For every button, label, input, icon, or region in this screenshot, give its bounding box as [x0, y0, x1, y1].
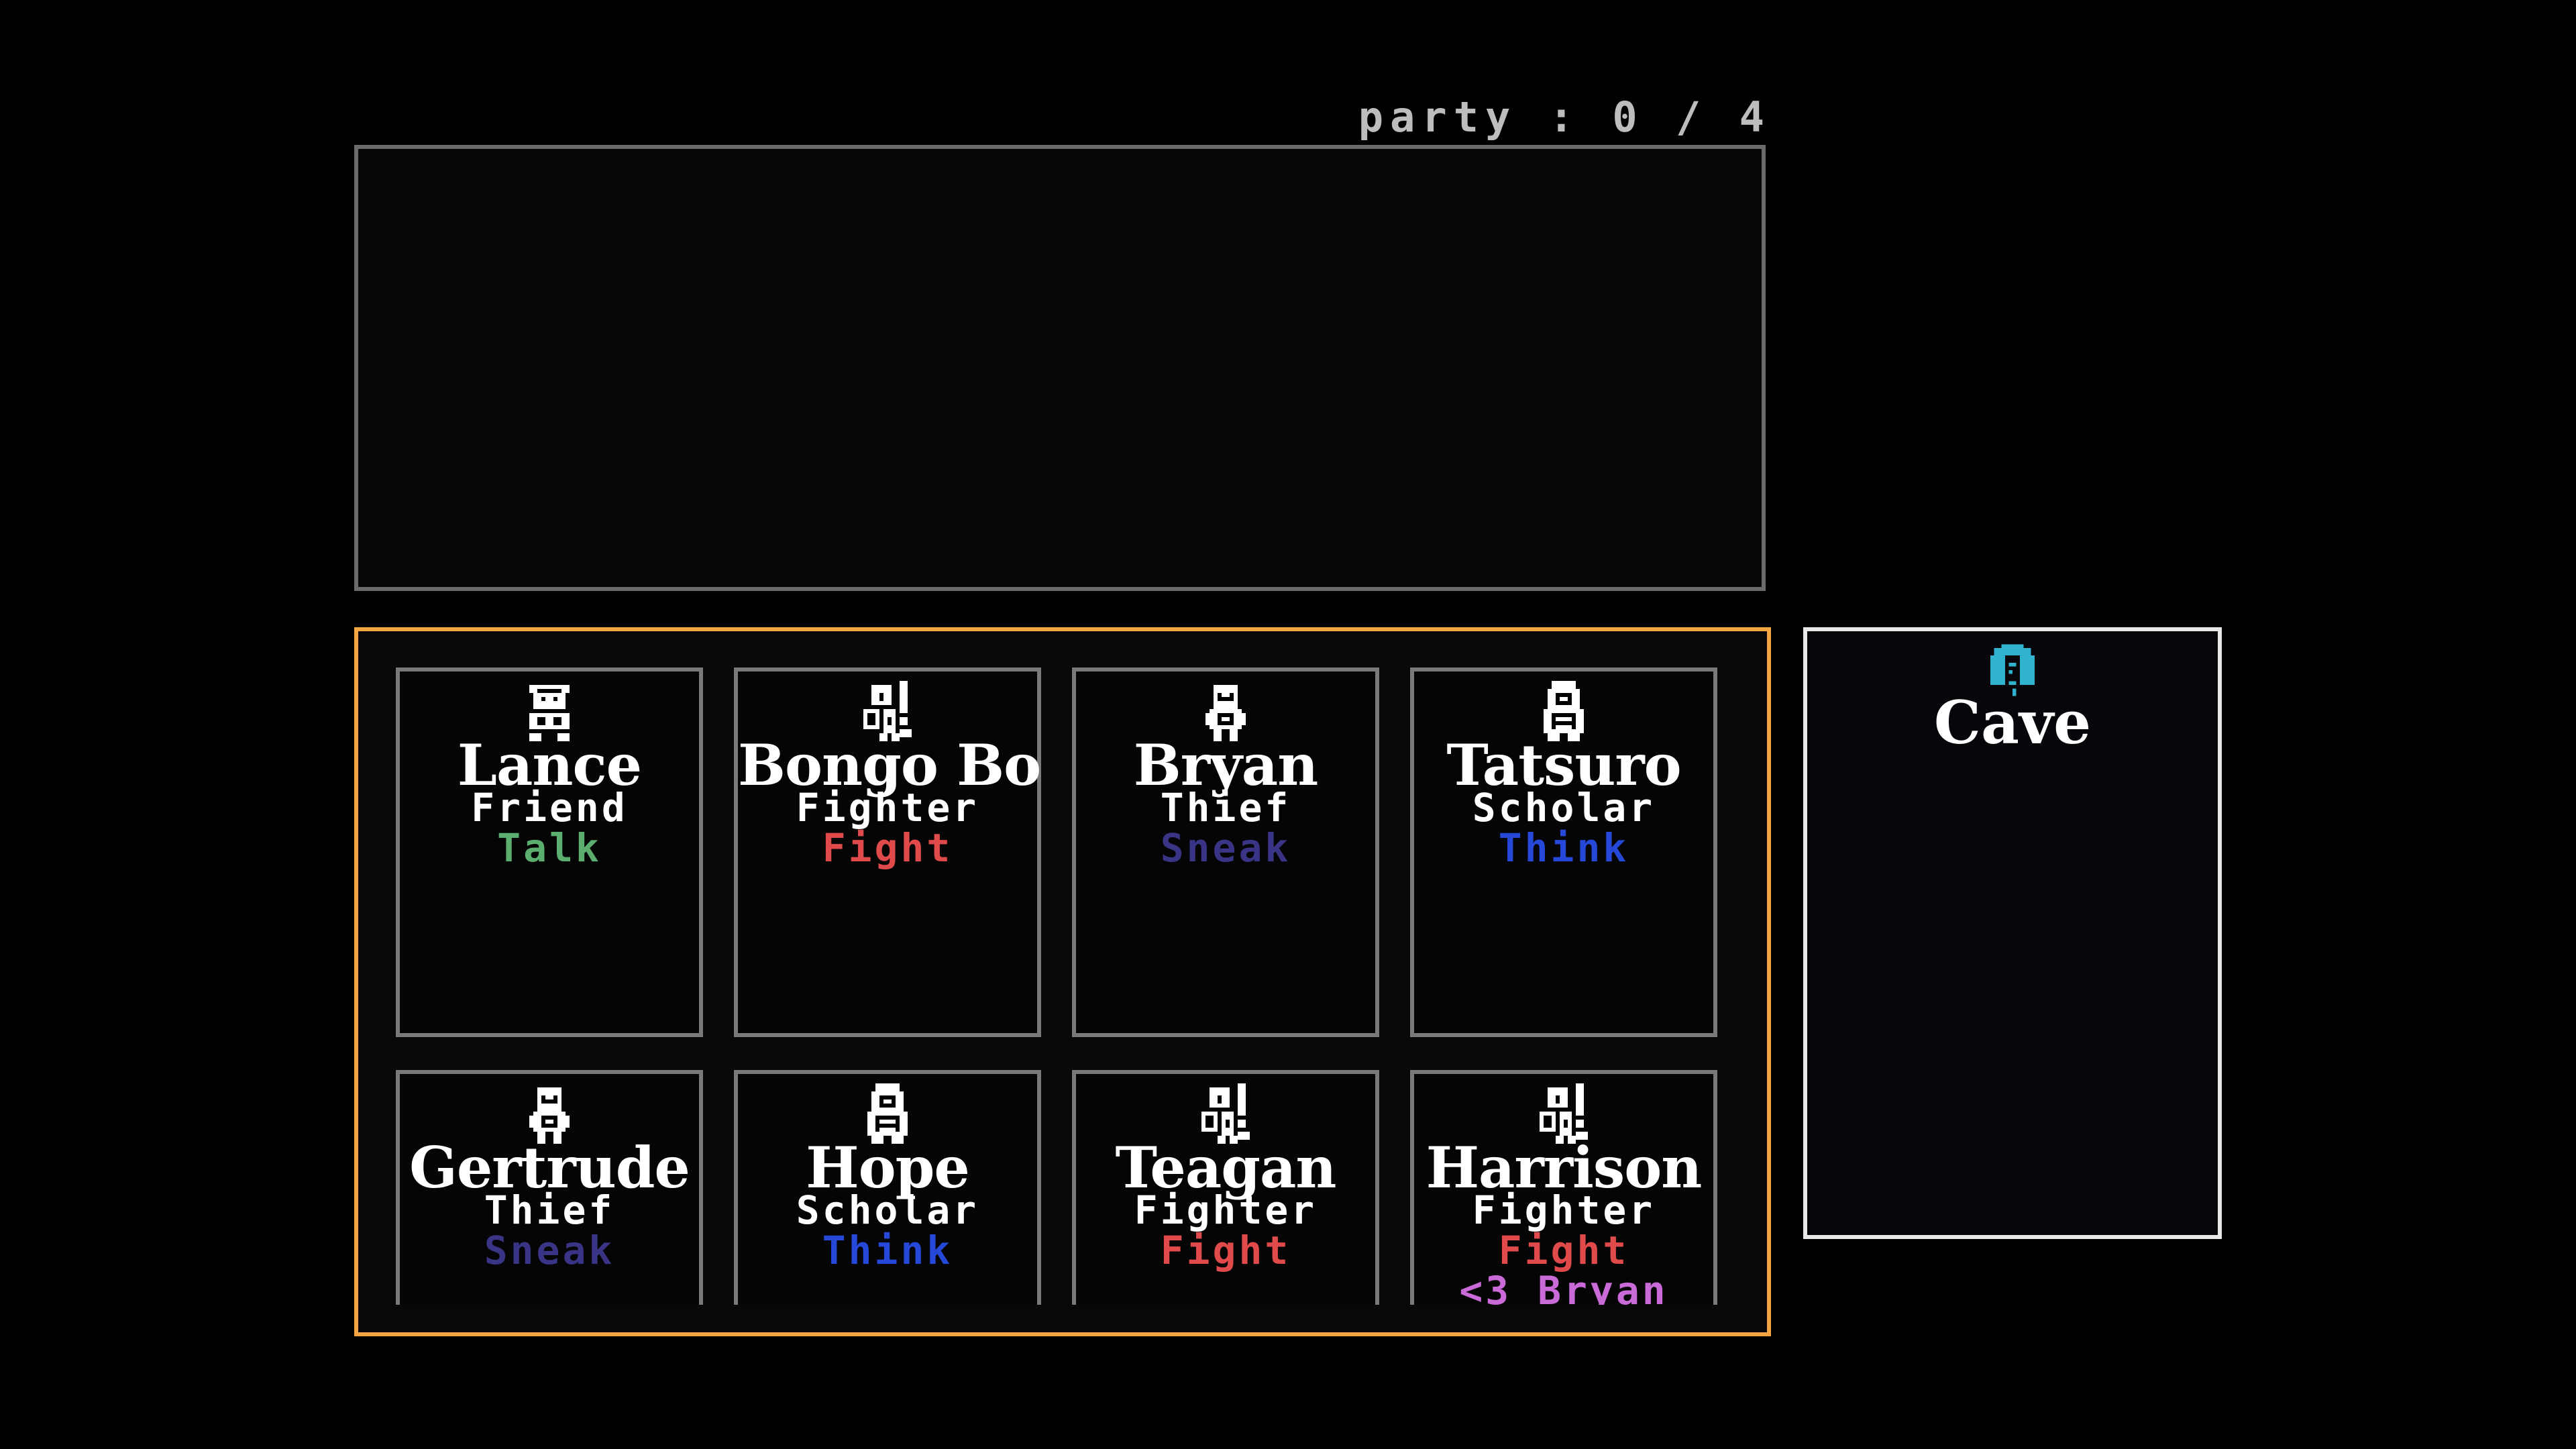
character-class: Fighter	[1472, 1187, 1656, 1233]
thief-sprite-icon	[529, 1087, 570, 1144]
character-skill: Sneak	[1160, 825, 1291, 871]
location-name: Cave	[1933, 688, 2092, 757]
character-name: Hope	[806, 1134, 970, 1201]
roster-scroll-clip	[358, 1305, 1767, 1332]
character-name: Lance	[457, 732, 642, 798]
character-class: Thief	[1160, 785, 1291, 830]
character-card-hope[interactable]: Hope Scholar Think	[734, 1070, 1041, 1332]
scholar-sprite-icon	[867, 1083, 908, 1144]
location-panel[interactable]: Cave	[1803, 627, 2222, 1239]
character-skill: Think	[822, 1228, 953, 1273]
character-card-tatsuro[interactable]: Tatsuro Scholar Think	[1410, 667, 1717, 1037]
cave-icon	[1990, 644, 2035, 696]
character-class: Fighter	[1134, 1187, 1318, 1233]
fighter-sprite-icon	[863, 681, 912, 741]
fighter-sprite-icon	[1201, 1083, 1250, 1144]
fighter-sprite-icon	[1540, 1083, 1588, 1144]
character-skill: Fight	[1160, 1228, 1291, 1273]
scholar-sprite-icon	[1544, 681, 1584, 741]
character-relation: <3 Bryan	[1459, 1268, 1668, 1313]
character-skill: Sneak	[484, 1228, 615, 1273]
party-max-count: 4	[1739, 93, 1771, 142]
character-card-gertrude[interactable]: Gertrude Thief Sneak	[396, 1070, 703, 1332]
character-name: Bryan	[1133, 732, 1319, 798]
character-card-lance[interactable]: Lance Friend Talk	[396, 667, 703, 1037]
character-name: Tatsuro	[1446, 732, 1681, 798]
character-skill: Talk	[497, 825, 602, 871]
party-label: party	[1358, 93, 1517, 142]
character-name: Teagan	[1115, 1134, 1337, 1201]
party-separator: :	[1548, 93, 1581, 142]
party-slash: /	[1676, 93, 1708, 142]
character-class: Scholar	[1472, 785, 1656, 830]
party-counter: party : 0 / 4	[1342, 93, 1771, 142]
character-name: Bongo Bo	[738, 732, 1041, 798]
character-card-bongo-bo[interactable]: Bongo Bo Fighter Fight	[734, 667, 1041, 1037]
character-skill: Fight	[1498, 1228, 1629, 1273]
character-card-teagan[interactable]: Teagan Fighter Fight	[1072, 1070, 1379, 1332]
friend-sprite-icon	[529, 685, 570, 741]
roster-panel: Lance Friend Talk Bongo Bo Fighter Fight	[354, 627, 1771, 1336]
character-name: Gertrude	[409, 1134, 690, 1201]
party-current-count: 0	[1612, 93, 1644, 142]
character-class: Thief	[484, 1187, 615, 1233]
character-card-harrison[interactable]: Harrison Fighter Fight <3 Bryan	[1410, 1070, 1717, 1332]
character-skill: Fight	[822, 825, 953, 871]
character-class: Scholar	[796, 1187, 979, 1233]
character-card-bryan[interactable]: Bryan Thief Sneak	[1072, 667, 1379, 1037]
character-class: Friend	[471, 785, 628, 830]
party-slot-area[interactable]	[354, 145, 1766, 591]
character-name: Harrison	[1426, 1134, 1703, 1201]
character-skill: Think	[1498, 825, 1629, 871]
character-class: Fighter	[796, 785, 979, 830]
thief-sprite-icon	[1205, 685, 1246, 741]
